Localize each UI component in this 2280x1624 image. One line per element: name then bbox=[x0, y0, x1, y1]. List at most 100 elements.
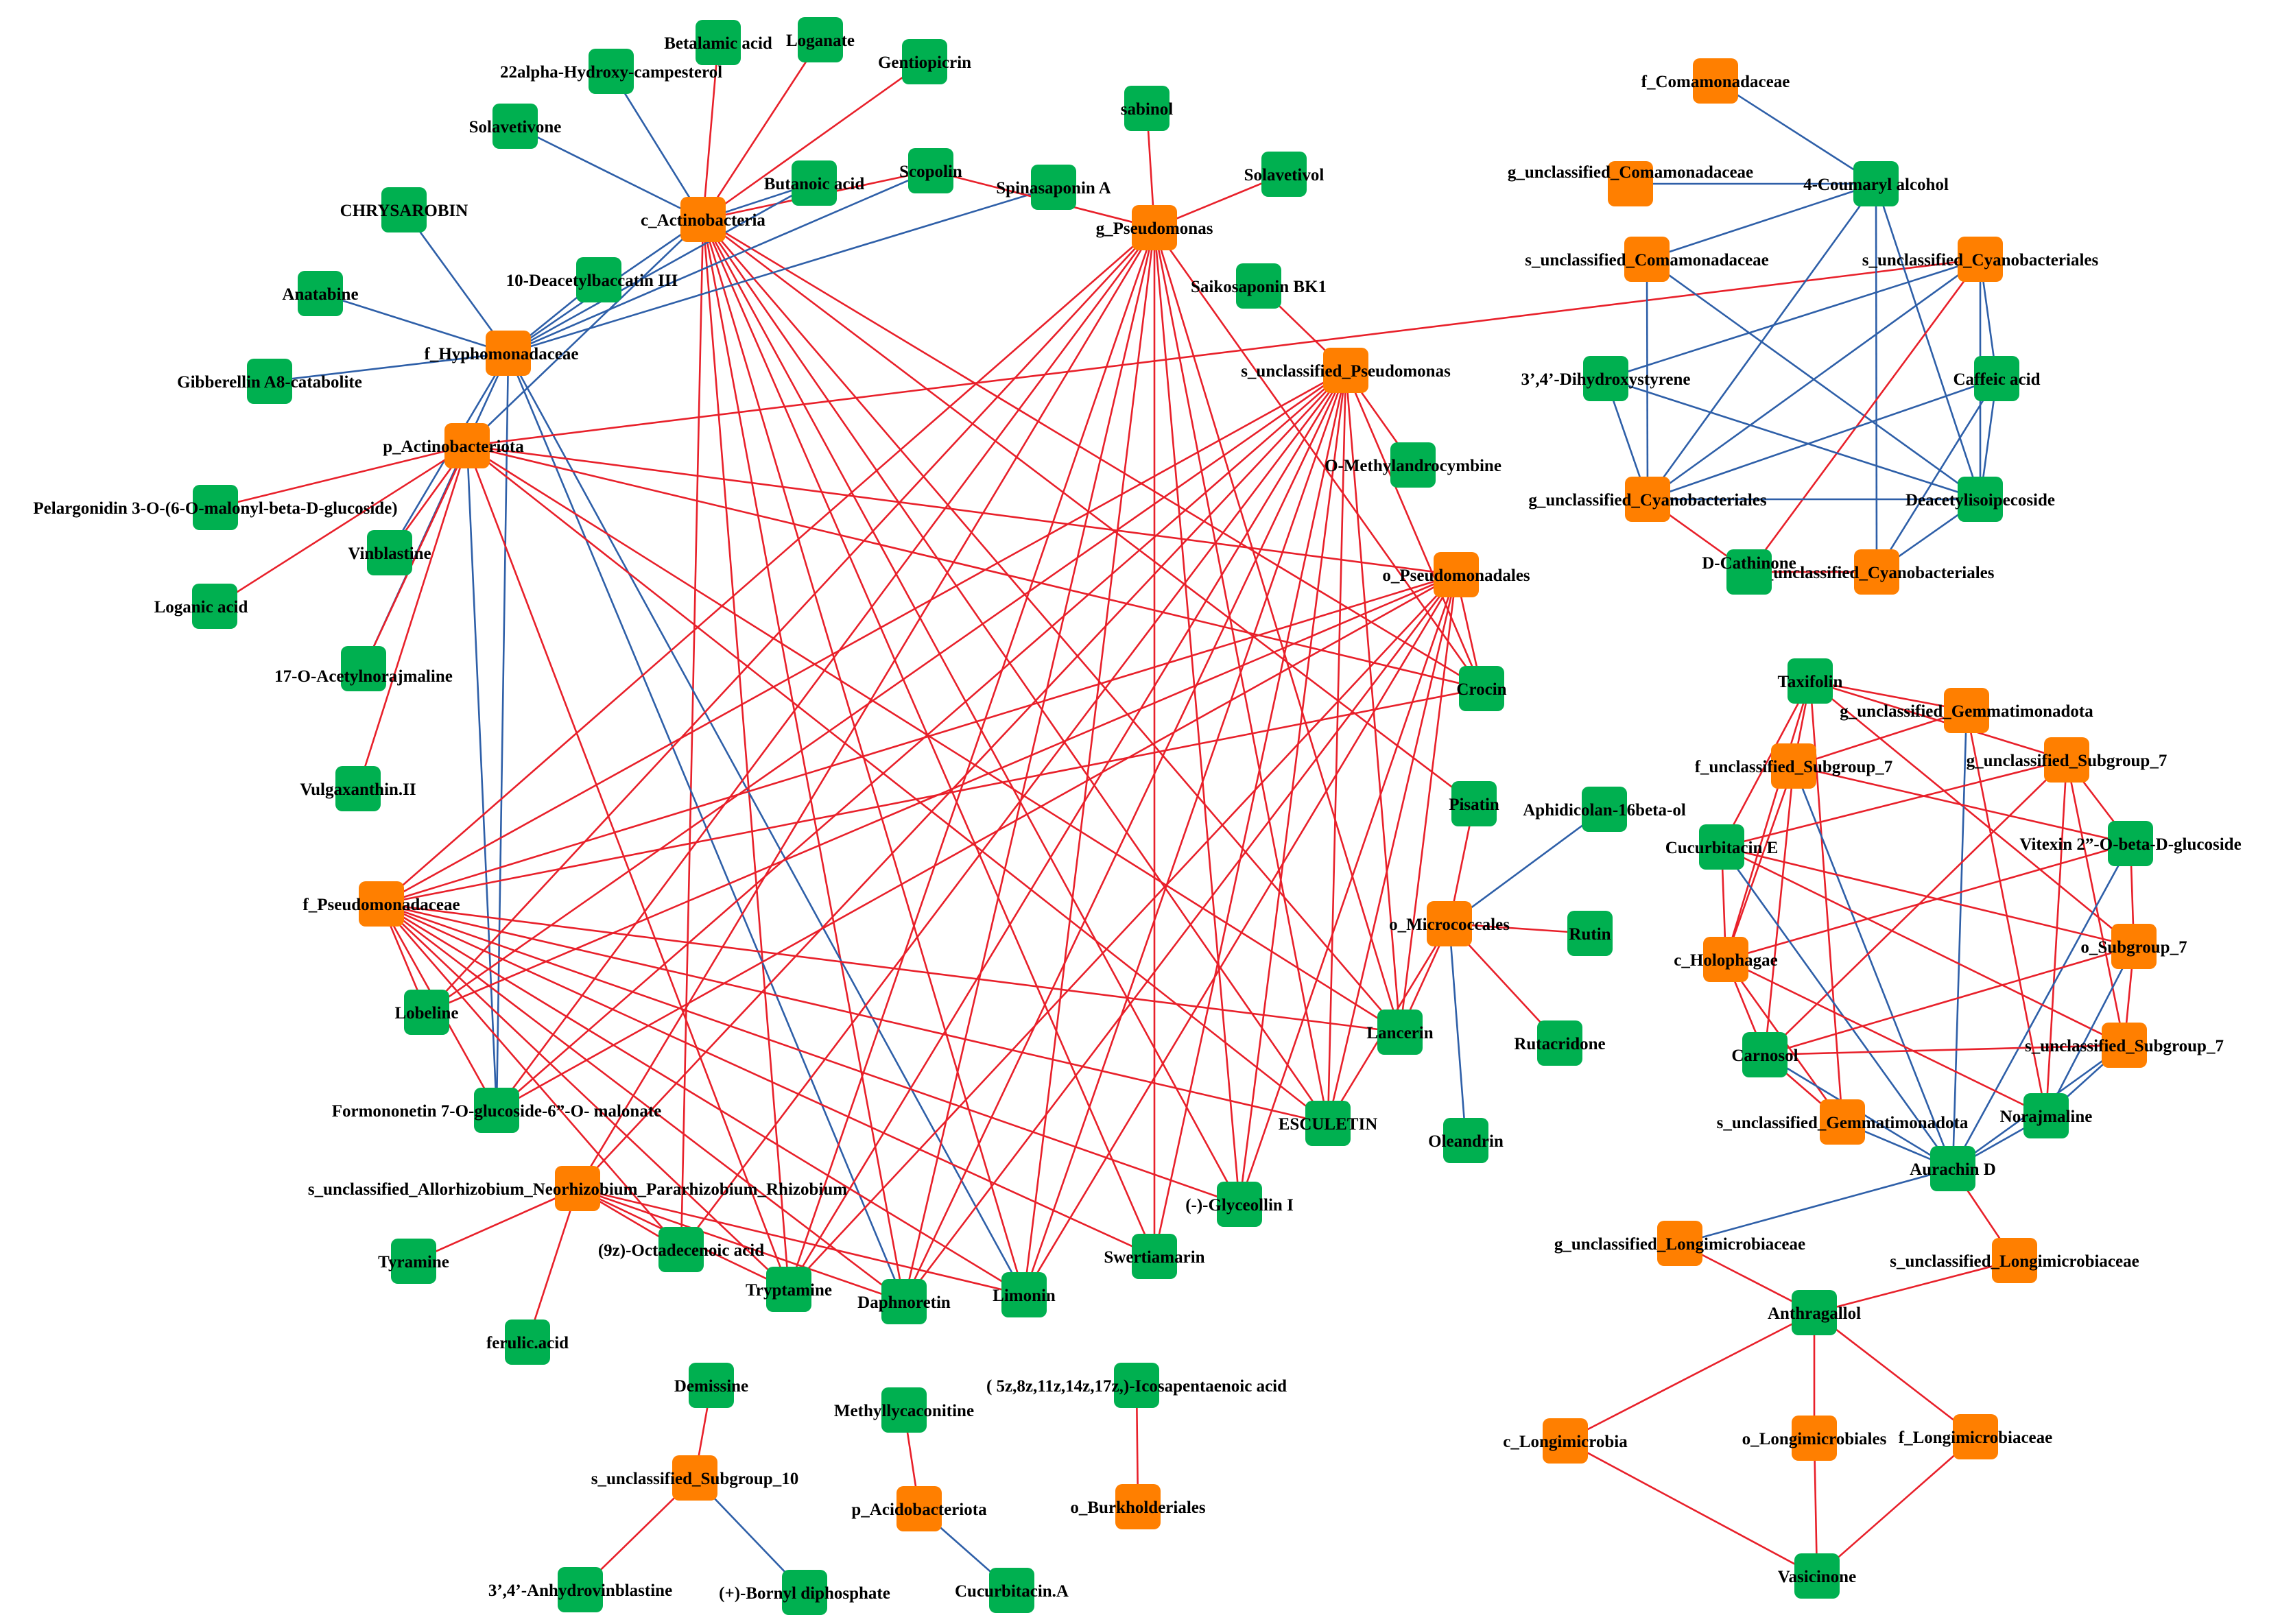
node-box-g_cyan[interactable] bbox=[1625, 477, 1670, 522]
node-scopolin[interactable]: Scopolin bbox=[899, 148, 962, 193]
node-taxifolin[interactable]: Taxifolin bbox=[1778, 658, 1843, 704]
node-caffeic[interactable]: Caffeic acid bbox=[1953, 356, 2041, 401]
node-o_sub7[interactable]: o_Subgroup_7 bbox=[2080, 924, 2187, 969]
node-coumaryl[interactable]: 4-Coumaryl alcohol bbox=[1803, 161, 1949, 206]
node-box-s_cyan[interactable] bbox=[1958, 237, 2003, 282]
node-solavetivol[interactable]: Solavetivol bbox=[1244, 152, 1325, 197]
node-box-deacetyliso[interactable] bbox=[1958, 477, 2003, 522]
node-rutin[interactable]: Rutin bbox=[1567, 911, 1613, 956]
node-pelarg[interactable]: Pelargonidin 3-O-(6-O-malonyl-beta-D-glu… bbox=[33, 485, 398, 530]
node-box-limonin[interactable] bbox=[1001, 1272, 1047, 1317]
node-oleandrin[interactable]: Oleandrin bbox=[1428, 1118, 1504, 1163]
node-box-carnosol[interactable] bbox=[1742, 1032, 1788, 1077]
node-box-vasicinone[interactable] bbox=[1794, 1553, 1840, 1599]
node-box-c_holo[interactable] bbox=[1703, 937, 1748, 982]
node-icosa[interactable]: ( 5z,8z,11z,14z,17z,)-Icosapentaenoic ac… bbox=[986, 1363, 1287, 1408]
node-anthragallol[interactable]: Anthragallol bbox=[1768, 1290, 1861, 1335]
node-box-loganic[interactable] bbox=[192, 584, 237, 629]
node-box-s_long[interactable] bbox=[1992, 1238, 2037, 1283]
node-box-vitexin[interactable] bbox=[2108, 821, 2153, 866]
node-anatabine[interactable]: Anatabine bbox=[282, 271, 359, 316]
node-hydroxycamp[interactable]: 22alpha-Hydroxy-campesterol bbox=[500, 49, 722, 94]
node-swertiamarin[interactable]: Swertiamarin bbox=[1104, 1234, 1205, 1279]
node-g_sub7[interactable]: g_unclassified_Subgroup_7 bbox=[1967, 737, 2168, 783]
node-o_burk[interactable]: o_Burkholderiales bbox=[1070, 1484, 1206, 1529]
node-c_long[interactable]: c_Longimicrobia bbox=[1503, 1418, 1628, 1464]
node-lancerin[interactable]: Lancerin bbox=[1366, 1010, 1434, 1055]
node-box-methylly[interactable] bbox=[881, 1387, 927, 1433]
node-box-swertiamarin[interactable] bbox=[1132, 1234, 1177, 1279]
node-vinblastine[interactable]: Vinblastine bbox=[348, 530, 431, 575]
node-box-s_sub7[interactable] bbox=[2102, 1023, 2147, 1068]
node-methylly[interactable]: Methyllycaconitine bbox=[834, 1387, 974, 1433]
node-box-butanoic[interactable] bbox=[792, 160, 837, 206]
node-c_holo[interactable]: c_Holophagae bbox=[1674, 937, 1778, 982]
node-box-c_act[interactable] bbox=[680, 197, 726, 242]
node-tryptamine[interactable]: Tryptamine bbox=[746, 1267, 832, 1312]
node-box-tyramine[interactable] bbox=[391, 1239, 436, 1284]
node-sabinol[interactable]: sabinol bbox=[1121, 86, 1173, 131]
node-f_cyan[interactable]: f_unclassified_Cyanobacteriales bbox=[1759, 549, 1995, 595]
node-formonon[interactable]: Formononetin 7-O-glucoside-6”-O- malonat… bbox=[332, 1088, 662, 1133]
node-box-norajmaline[interactable] bbox=[2023, 1093, 2069, 1138]
node-octadec[interactable]: (9z)-Octadecenoic acid bbox=[598, 1227, 764, 1272]
node-o_pse[interactable]: o_Pseudomonadales bbox=[1382, 552, 1530, 597]
node-saikosap[interactable]: Saikosaponin BK1 bbox=[1191, 263, 1327, 309]
node-anhydro[interactable]: 3’,4’-Anhydrovinblastine bbox=[488, 1567, 672, 1612]
node-solavetivone[interactable]: Solavetivone bbox=[469, 104, 562, 149]
node-s_gem[interactable]: s_unclassified_Gemmatimonadota bbox=[1717, 1099, 1969, 1145]
node-o_mic[interactable]: o_Micrococcales bbox=[1389, 901, 1510, 946]
node-box-s_rhi[interactable] bbox=[555, 1166, 600, 1211]
node-box-icosa[interactable] bbox=[1114, 1363, 1159, 1408]
node-box-g_gem[interactable] bbox=[1944, 688, 1989, 733]
node-omethyl[interactable]: O-Methylandrocymbine bbox=[1325, 442, 1501, 488]
node-s_long[interactable]: s_unclassified_Longimicrobiaceae bbox=[1890, 1238, 2139, 1283]
node-box-anthragallol[interactable] bbox=[1792, 1290, 1837, 1335]
node-c_act[interactable]: c_Actinobacteria bbox=[641, 197, 765, 242]
node-deacetylbac[interactable]: 10-Deacetylbaccatin III bbox=[506, 257, 678, 302]
node-butanoic[interactable]: Butanoic acid bbox=[764, 160, 865, 206]
node-box-s_pse[interactable] bbox=[1323, 348, 1368, 393]
node-box-vulga[interactable] bbox=[335, 766, 381, 811]
node-dcath[interactable]: D-Cathinone bbox=[1702, 549, 1796, 595]
node-chrys[interactable]: CHRYSAROBIN bbox=[340, 187, 468, 232]
node-pisatin[interactable]: Pisatin bbox=[1449, 781, 1499, 826]
node-box-crocin[interactable] bbox=[1459, 666, 1504, 711]
node-box-cucurbA[interactable] bbox=[989, 1568, 1034, 1613]
node-box-f_sub7[interactable] bbox=[1771, 743, 1816, 789]
node-bornyl[interactable]: (+)-Bornyl diphosphate bbox=[719, 1570, 890, 1615]
node-box-f_long[interactable] bbox=[1953, 1414, 1998, 1459]
node-box-vinblastine[interactable] bbox=[367, 530, 412, 575]
node-box-o_burk[interactable] bbox=[1115, 1484, 1161, 1529]
node-ferulic[interactable]: ferulic.acid bbox=[486, 1320, 569, 1365]
node-lobeline[interactable]: Lobeline bbox=[394, 990, 459, 1035]
node-f_com[interactable]: f_Comamonadaceae bbox=[1641, 58, 1790, 104]
node-box-o_sub7[interactable] bbox=[2111, 924, 2157, 969]
node-box-anatabine[interactable] bbox=[298, 271, 343, 316]
node-box-saikosap[interactable] bbox=[1236, 263, 1281, 309]
node-daphnoretin[interactable]: Daphnoretin bbox=[857, 1279, 951, 1324]
node-esculetin[interactable]: ESCULETIN bbox=[1279, 1101, 1378, 1146]
node-box-chrys[interactable] bbox=[381, 187, 427, 232]
node-box-scopolin[interactable] bbox=[908, 148, 953, 193]
node-box-spinasap[interactable] bbox=[1031, 165, 1076, 210]
node-rutacridone[interactable]: Rutacridone bbox=[1514, 1020, 1606, 1066]
node-gentio[interactable]: Gentiopicrin bbox=[878, 39, 971, 84]
node-box-deacetylbac[interactable] bbox=[576, 257, 621, 302]
node-box-dcath[interactable] bbox=[1726, 549, 1772, 595]
node-box-p_acido[interactable] bbox=[896, 1486, 942, 1531]
node-box-s_sub10[interactable] bbox=[672, 1455, 717, 1501]
node-box-tryptamine[interactable] bbox=[766, 1267, 811, 1312]
node-box-g_sub7[interactable] bbox=[2044, 737, 2089, 783]
node-cucurbA[interactable]: Cucurbitacin.A bbox=[955, 1568, 1069, 1613]
node-f_long[interactable]: f_Longimicrobiaceae bbox=[1899, 1414, 2053, 1459]
node-box-rutin[interactable] bbox=[1567, 911, 1613, 956]
node-o_long[interactable]: o_Longimicrobiales bbox=[1742, 1416, 1887, 1461]
node-demissine[interactable]: Demissine bbox=[674, 1363, 748, 1408]
node-box-o_mic[interactable] bbox=[1427, 901, 1472, 946]
node-f_sub7[interactable]: f_unclassified_Subgroup_7 bbox=[1695, 743, 1893, 789]
node-box-g_long[interactable] bbox=[1657, 1221, 1702, 1266]
node-box-sabinol[interactable] bbox=[1124, 86, 1169, 131]
node-s_rhi[interactable]: s_unclassified_Allorhizobium_Neorhizobiu… bbox=[308, 1166, 847, 1211]
node-box-acetylnor[interactable] bbox=[341, 646, 386, 691]
